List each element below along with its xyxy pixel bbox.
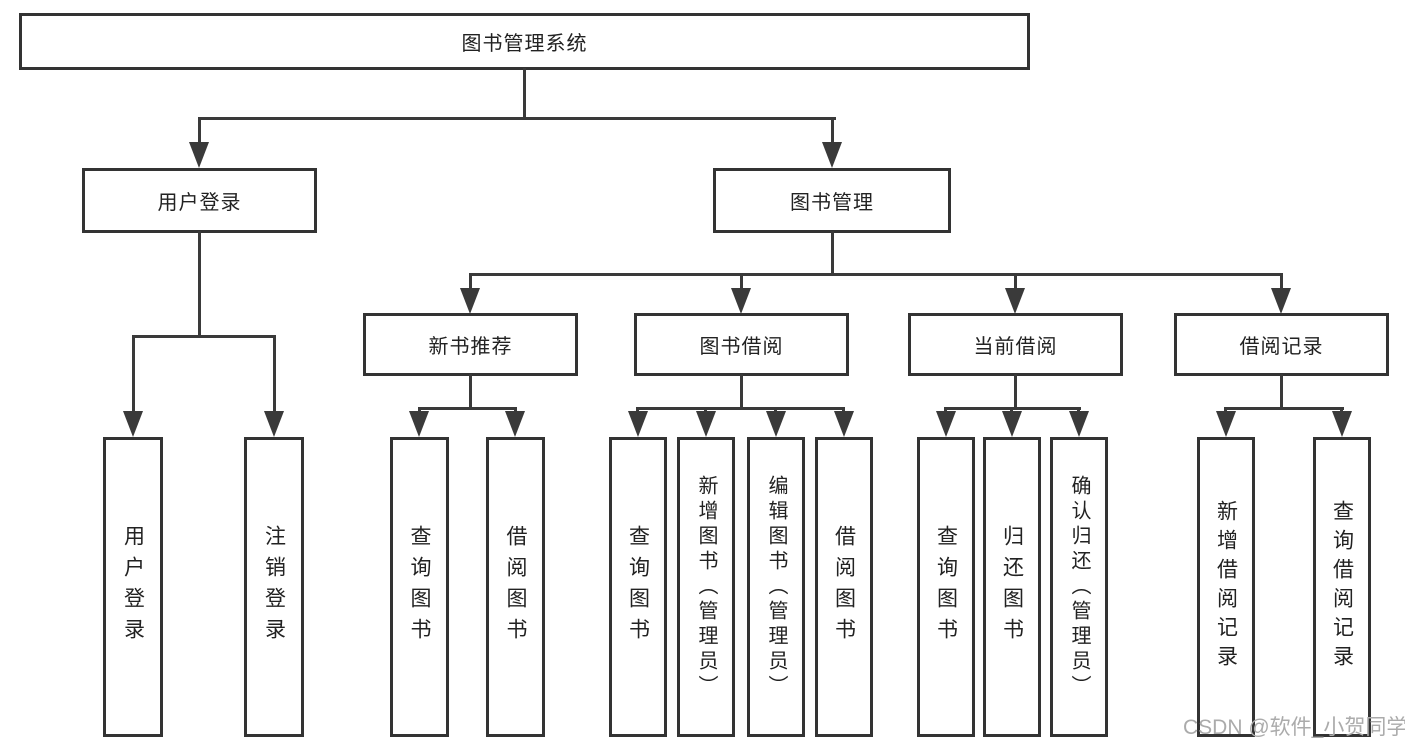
- leaf-br-add-record: 新增借阅记录: [1197, 437, 1255, 737]
- arrowhead-book-borrowing-icon: [731, 288, 751, 314]
- connector-leaf-logout-shaft: [273, 335, 276, 413]
- leaf-logout-label: 注销登录: [262, 525, 286, 649]
- connector-current-borrowing-shaft: [1014, 273, 1017, 290]
- node-book-borrowing-label: 图书借阅: [699, 336, 784, 358]
- arrowhead-current-borrowing-icon: [1005, 288, 1025, 314]
- connector-leaf-user-login-shaft: [132, 335, 135, 413]
- leaf-cb-return-books: 归还图书: [983, 437, 1041, 737]
- arrowhead-nb-query-books-icon: [409, 411, 429, 437]
- connector-borrowing-records-leafbranch: [1224, 407, 1344, 410]
- csdn-watermark: CSDN @软件_小贺同学: [1183, 716, 1405, 739]
- connector-current-borrowing-stem: [1014, 374, 1017, 410]
- arrowhead-new-book-recommend-icon: [460, 288, 480, 314]
- arrowhead-leaf-user-login-icon: [123, 411, 143, 437]
- arrowhead-borrowing-records-icon: [1271, 288, 1291, 314]
- arrowhead-bb-borrow-books-icon: [834, 411, 854, 437]
- node-borrowing-records-label: 借阅记录: [1239, 336, 1324, 358]
- connector-book-borrowing-stem: [740, 374, 743, 410]
- node-current-borrowing: 当前借阅: [908, 313, 1123, 376]
- leaf-bb-edit-books: 编辑图书（管理员）: [747, 437, 805, 737]
- node-borrowing-records: 借阅记录: [1174, 313, 1389, 376]
- leaf-user-login: 用户登录: [103, 437, 163, 737]
- node-book-management: 图书管理: [713, 168, 951, 233]
- connector-borrowing-records-stem: [1280, 374, 1283, 410]
- arrowhead-br-add-record-icon: [1216, 411, 1236, 437]
- connector-book-management-stem: [831, 231, 834, 276]
- connector-new-book-recommend-stem: [469, 374, 472, 410]
- leaf-bb-borrow-books-label: 借阅图书: [832, 525, 856, 649]
- node-current-borrowing-label: 当前借阅: [973, 336, 1058, 358]
- leaf-nb-query-books-label: 查询图书: [408, 525, 431, 649]
- leaf-nb-query-books: 查询图书: [390, 437, 449, 737]
- leaf-bb-query-books: 查询图书: [609, 437, 667, 737]
- arrowhead-bb-edit-books-icon: [766, 411, 786, 437]
- leaf-cb-return-books-label: 归还图书: [1000, 525, 1024, 649]
- arrowhead-bb-add-books-icon: [696, 411, 716, 437]
- arrowhead-nb-borrow-books-icon: [505, 411, 525, 437]
- leaf-nb-borrow-books: 借阅图书: [486, 437, 545, 737]
- connector-root-branch: [198, 117, 836, 120]
- leaf-br-query-record-label: 查询借阅记录: [1330, 500, 1354, 674]
- node-new-book-recommend: 新书推荐: [363, 313, 578, 376]
- leaf-cb-confirm-return: 确认归还（管理员）: [1050, 437, 1108, 737]
- connector-book-borrowing-shaft: [740, 273, 743, 290]
- arrowhead-cb-query-books-icon: [936, 411, 956, 437]
- leaf-bb-add-books-label: 新增图书（管理员）: [695, 474, 717, 700]
- leaf-br-add-record-label: 新增借阅记录: [1214, 500, 1238, 674]
- leaf-br-query-record: 查询借阅记录: [1313, 437, 1371, 737]
- connector-book-management-shaft: [831, 117, 834, 144]
- leaf-user-login-label: 用户登录: [121, 525, 145, 649]
- node-user-login: 用户登录: [82, 168, 317, 233]
- node-user-login-label: 用户登录: [157, 192, 242, 214]
- leaf-cb-query-books: 查询图书: [917, 437, 975, 737]
- connector-user-login-stem: [198, 231, 201, 337]
- connector-book-borrowing-leafbranch: [636, 407, 845, 410]
- leaf-cb-confirm-return-label: 确认归还（管理员）: [1068, 474, 1090, 700]
- node-new-book-recommend-label: 新书推荐: [428, 336, 513, 358]
- arrowhead-leaf-logout-icon: [264, 411, 284, 437]
- connector-borrowing-records-shaft: [1280, 273, 1283, 290]
- connector-new-book-recommend-leafbranch: [418, 407, 517, 410]
- connector-new-book-recommend-shaft: [469, 273, 472, 290]
- node-book-management-label: 图书管理: [790, 192, 874, 214]
- arrowhead-cb-return-books-icon: [1002, 411, 1022, 437]
- arrowhead-user-login-icon: [189, 142, 209, 168]
- leaf-bb-edit-books-label: 编辑图书（管理员）: [765, 474, 787, 700]
- node-root: 图书管理系统: [19, 13, 1030, 70]
- connector-root-stem: [523, 68, 526, 120]
- leaf-bb-borrow-books: 借阅图书: [815, 437, 873, 737]
- arrowhead-book-management-icon: [822, 142, 842, 168]
- connector-book-management-branch: [469, 273, 1283, 276]
- leaf-logout: 注销登录: [244, 437, 304, 737]
- leaf-cb-query-books-label: 查询图书: [934, 525, 958, 649]
- leaf-nb-borrow-books-label: 借阅图书: [504, 525, 527, 649]
- leaf-bb-query-books-label: 查询图书: [626, 525, 650, 649]
- arrowhead-bb-query-books-icon: [628, 411, 648, 437]
- connector-user-login-branch: [132, 335, 276, 338]
- arrowhead-br-query-record-icon: [1332, 411, 1352, 437]
- connector-user-login-shaft: [198, 117, 201, 144]
- node-book-borrowing: 图书借阅: [634, 313, 849, 376]
- arrowhead-cb-confirm-return-icon: [1069, 411, 1089, 437]
- leaf-bb-add-books: 新增图书（管理员）: [677, 437, 735, 737]
- node-root-label: 图书管理系统: [461, 33, 588, 55]
